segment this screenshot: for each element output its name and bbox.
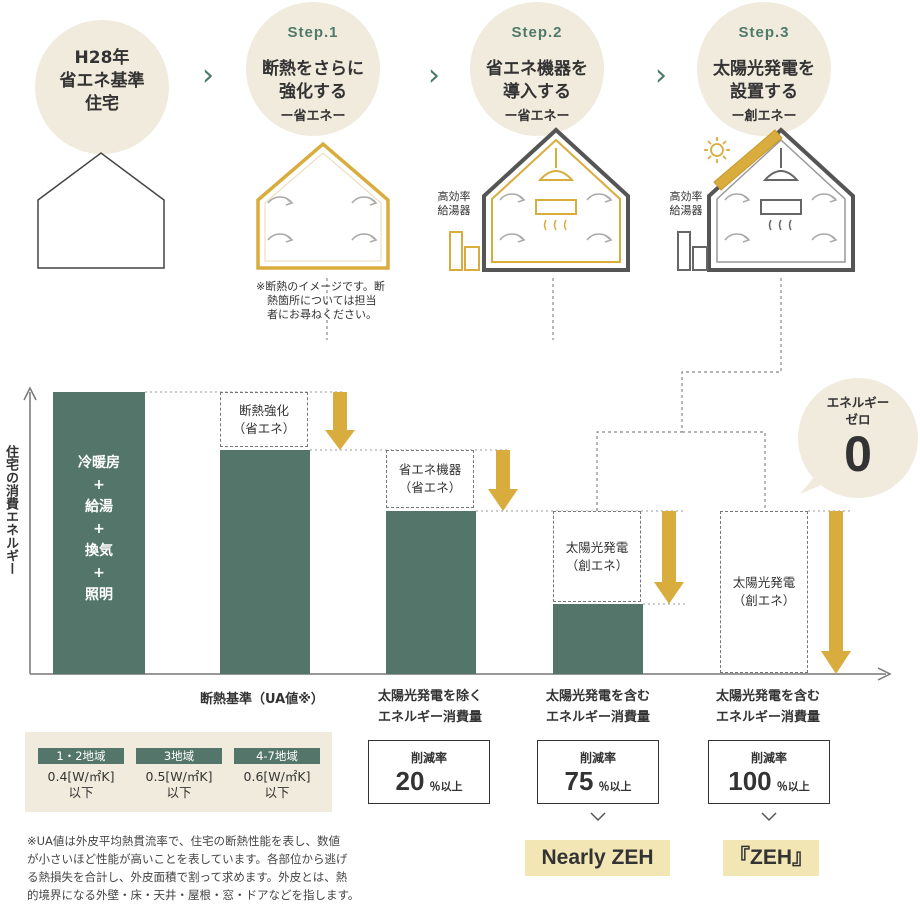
zero-value: 0: [844, 426, 872, 482]
bar-step2: [386, 511, 476, 674]
region-value-2: 0.5[W/㎡K]以下: [145, 769, 213, 800]
step-2-sub: ー省エネー: [504, 109, 570, 124]
house-illustrations: [37, 127, 855, 340]
bar-step1: [220, 450, 310, 674]
step-1-tag: Step.1: [287, 24, 339, 41]
step-circle-3: [697, 2, 831, 136]
air-conditioner-icon: [535, 199, 577, 215]
base-house-icon: [37, 152, 165, 269]
insulation-note: ※断熱のイメージです。断熱箇所については担当者にお尋ねください。: [256, 280, 385, 321]
caption-col-1: 太陽光発電を除くエネルギー消費量: [377, 689, 482, 725]
chevron-right-icon: ›: [202, 58, 214, 93]
y-axis-label: 住宅の消費エネルギー: [3, 445, 18, 575]
region-tag-3: 4-7地域: [234, 748, 320, 764]
dashbox-solar-1: 太陽光発電（創エネ）: [553, 511, 641, 602]
caption-col-3: 太陽光発電を含むエネルギー消費量: [715, 689, 820, 725]
step-circle-base: [35, 20, 169, 154]
step-circle-2: [470, 2, 604, 136]
step-1-sub: ー省エネー: [280, 109, 346, 124]
reduction-box-3: 削減率 100 ％以上: [708, 740, 830, 804]
arrow-down-icon: [654, 511, 684, 604]
base-title: H28年省エネ基準住宅: [59, 48, 145, 114]
arrow-down-icon: [325, 392, 355, 450]
step-2-tag: Step.2: [511, 24, 563, 41]
badge-zeh: 『ZEH』: [723, 840, 819, 876]
chevron-right-icon: ›: [655, 58, 667, 93]
dashbox-insulation: 断熱強化（省エネ）: [220, 392, 308, 447]
step-circle-1: [246, 2, 380, 136]
reduction-box-1: 削減率 20 ％以上: [368, 740, 490, 804]
dashbox-solar-2: 太陽光発電（創エネ）: [720, 511, 808, 673]
chevron-down-icon: [761, 808, 777, 824]
zero-bubble: エネルギーゼロ 0: [798, 378, 918, 498]
region-value-1: 0.4[W/㎡K]以下: [47, 769, 115, 800]
step-1-title: 断熱をさらに強化する: [262, 59, 364, 102]
caption-col-2: 太陽光発電を含むエネルギー消費量: [545, 689, 650, 725]
arrow-down-icon: [821, 511, 851, 674]
chevron-down-icon: [590, 808, 606, 824]
insulation-standard-label: 断熱基準（UA値※）: [200, 692, 324, 707]
bar-base: [53, 392, 145, 674]
bar-step3-nearly: [553, 604, 643, 674]
chevron-right-icon: ›: [428, 58, 440, 93]
solar-panel-icon: [713, 129, 783, 191]
water-heater-label-2: 高効率給湯器: [437, 190, 471, 217]
step-3-title: 太陽光発電を設置する: [713, 59, 815, 102]
reduction-box-2: 削減率 75 ％以上: [537, 740, 659, 804]
water-heater-label-3: 高効率給湯器: [669, 190, 703, 217]
sun-icon: [704, 137, 730, 163]
step-2-title: 省エネ機器を導入する: [486, 59, 588, 102]
region-tag-2: 3地域: [136, 748, 222, 764]
first-bar-label: 冷暖房+給湯+換気+照明: [78, 455, 120, 603]
region-table: [25, 732, 332, 812]
region-value-3: 0.6[W/㎡K]以下: [243, 769, 311, 800]
badge-nearly-zeh: Nearly ZEH: [525, 840, 670, 876]
dashbox-equipment: 省エネ機器（省エネ）: [386, 450, 474, 508]
arrow-down-icon: [488, 450, 518, 511]
step-3-sub: ー創エネー: [731, 109, 797, 124]
water-heater-icon: [449, 231, 463, 271]
lamp-icon: [537, 170, 575, 181]
footnote: ※UA値は外皮平均熱貫流率で、住宅の断熱性能を表し、数値が小さいほど性能が高いこ…: [27, 834, 360, 902]
region-tag-1: 1・2地域: [38, 748, 124, 764]
step-3-tag: Step.3: [738, 24, 790, 41]
